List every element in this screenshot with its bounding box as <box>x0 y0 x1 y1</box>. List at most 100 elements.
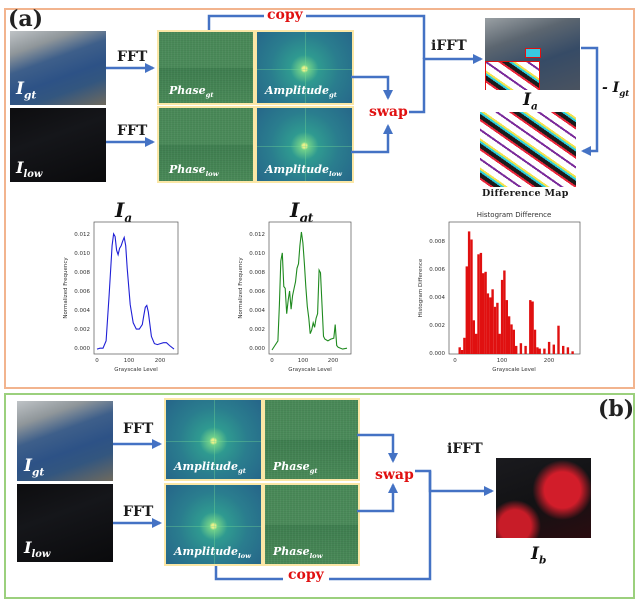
bar <box>538 348 541 354</box>
svg-text:0.000: 0.000 <box>249 346 265 352</box>
panel-a-tag: (a) <box>8 6 44 32</box>
y-axis-label: Normalized Frequency <box>63 257 69 319</box>
output-label-a: Ia <box>523 90 538 113</box>
bar <box>507 316 511 354</box>
spectrum-amplitude-gt-b: Amplitudegt <box>164 398 263 481</box>
spectrum-label: Phaselow <box>169 163 219 179</box>
zoom-inset <box>485 61 540 90</box>
bar <box>552 344 555 354</box>
input-image-low: Ilow <box>10 108 106 182</box>
bar <box>515 345 518 354</box>
svg-text:0: 0 <box>270 358 274 364</box>
spectrum-amplitude-gt: Amplitudegt <box>255 30 354 105</box>
spectrum-label: Phaselow <box>273 545 323 561</box>
svg-text:Grayscale Level: Grayscale Level <box>288 367 332 373</box>
bar <box>470 239 473 354</box>
bar <box>571 351 574 354</box>
spectrum-phase-low: Phaselow <box>157 106 255 183</box>
output-label-b: Ib <box>531 544 547 567</box>
bar <box>496 302 499 354</box>
spectrum-label: Phasegt <box>273 460 318 476</box>
output-image-b <box>496 458 591 538</box>
bar <box>460 350 464 354</box>
bar <box>479 252 483 354</box>
spectrum-label: Amplitudelow <box>174 545 251 561</box>
panel-b <box>4 393 635 599</box>
difference-map-label: Difference Map <box>482 188 569 199</box>
svg-text:0.000: 0.000 <box>429 351 445 357</box>
svg-text:200: 200 <box>544 358 555 364</box>
zoom-region-box <box>525 48 541 58</box>
svg-text:0: 0 <box>453 358 457 364</box>
svg-text:0.008: 0.008 <box>74 270 90 276</box>
svg-text:0.012: 0.012 <box>249 232 265 238</box>
bar <box>486 293 490 354</box>
bar <box>493 306 497 354</box>
ifft-label-a: iFFT <box>431 38 467 54</box>
svg-text:Grayscale Level: Grayscale Level <box>114 367 158 373</box>
svg-text:100: 100 <box>298 358 309 364</box>
bar <box>505 300 508 354</box>
svg-text:0.008: 0.008 <box>249 270 265 276</box>
bar <box>531 301 534 354</box>
spectrum-amplitude-low-b: Amplitudelow <box>164 483 263 566</box>
svg-text:0.004: 0.004 <box>74 308 90 314</box>
spectrum-phase-gt-b: Phasegt <box>263 398 360 481</box>
plot-title-igt: Igt <box>290 198 314 225</box>
difference-map <box>480 112 576 187</box>
bar <box>566 347 570 354</box>
spectrum-label: Amplitudegt <box>174 460 246 476</box>
panel-b-tag: (b) <box>598 396 635 422</box>
svg-text:0.012: 0.012 <box>74 232 90 238</box>
image-label-low: Ilow <box>16 158 43 181</box>
svg-text:0.004: 0.004 <box>429 295 445 301</box>
svg-text:Grayscale Level: Grayscale Level <box>492 367 536 373</box>
bar <box>489 297 492 354</box>
fft-label-gt-b: FFT <box>123 421 154 437</box>
bar <box>512 329 515 354</box>
bar <box>536 347 539 354</box>
fft-label-gt: FFT <box>117 49 148 65</box>
svg-text:Histogram Difference: Histogram Difference <box>418 258 424 317</box>
svg-text:0.000: 0.000 <box>74 346 90 352</box>
bar <box>467 231 471 354</box>
bar <box>482 273 485 354</box>
fft-label-low: FFT <box>117 123 148 139</box>
svg-text:0: 0 <box>95 358 99 364</box>
spectrum-amplitude-low: Amplitudelow <box>255 106 354 183</box>
bar <box>475 333 478 354</box>
svg-text:100: 100 <box>124 358 135 364</box>
fft-label-low-b: FFT <box>123 504 154 520</box>
bar <box>557 325 560 354</box>
bar <box>484 271 487 354</box>
input-image-gt: Igt <box>10 31 106 105</box>
input-image-low-b: Ilow <box>17 484 113 562</box>
image-label-gt: Igt <box>24 456 45 479</box>
swap-label-a: swap <box>369 104 408 120</box>
bar <box>465 266 468 354</box>
spectrum-label: Amplitudelow <box>265 163 342 179</box>
panel-a <box>4 8 635 389</box>
svg-text:0.010: 0.010 <box>249 251 265 257</box>
svg-text:Normalized Frequency: Normalized Frequency <box>238 257 244 319</box>
svg-text:0.010: 0.010 <box>74 251 90 257</box>
input-image-gt-b: Igt <box>17 401 113 481</box>
svg-text:0.006: 0.006 <box>249 289 265 295</box>
bar <box>510 324 513 354</box>
spectrum-phase-gt: Phasegt <box>157 30 255 105</box>
bar <box>524 345 527 354</box>
copy-label-a: copy <box>267 7 303 23</box>
bar <box>491 289 494 354</box>
bar <box>529 300 532 354</box>
bar <box>519 343 523 354</box>
svg-text:200: 200 <box>155 358 166 364</box>
spectrum-label: Amplitudegt <box>265 84 337 100</box>
svg-text:0.002: 0.002 <box>429 323 445 329</box>
minus-gt-label: - Igt <box>602 80 630 99</box>
bar <box>503 270 506 354</box>
